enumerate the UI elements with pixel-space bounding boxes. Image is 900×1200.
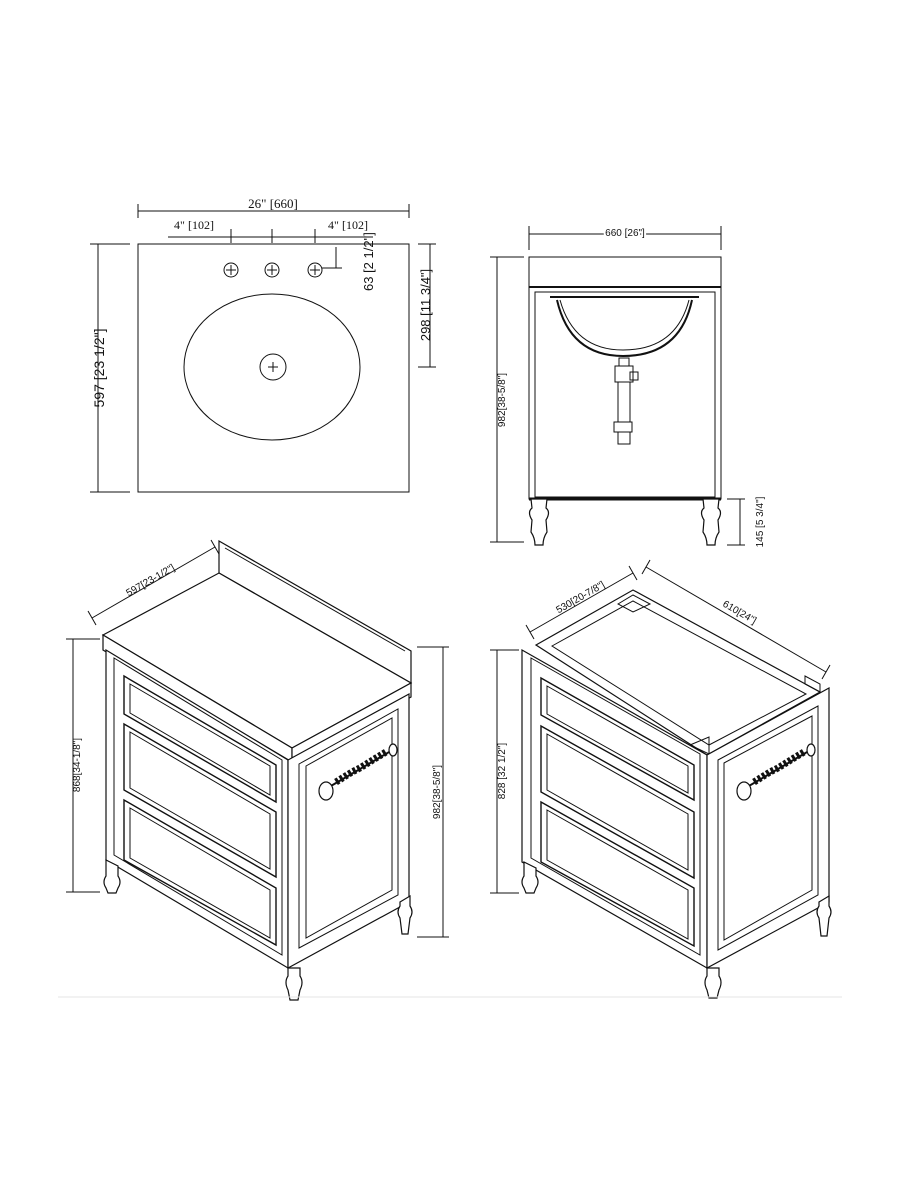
iso-cab-leg-front-left — [521, 861, 539, 894]
iso-cab-height-dimension: 828 [32 1/2"] — [490, 649, 519, 894]
iso-right-height-dimension: 982[38-5/8"] — [417, 646, 449, 938]
iso-cab-leg-back-right — [816, 894, 832, 937]
front-height-dimension: 982[38-5/8"] — [490, 256, 524, 543]
iso-cab-depth-label: 610[24"] — [721, 599, 759, 627]
countertop-outline — [137, 243, 410, 493]
iso-drawer-bottom — [123, 798, 277, 947]
iso-drawer-top — [123, 674, 277, 804]
iso-cab-height-label: 828 [32 1/2"] — [497, 743, 508, 800]
hole-spacing-left-label: 4" [102] — [174, 218, 214, 232]
iso-cab-leg-front-corner — [704, 967, 722, 999]
iso-top-depth-label: 597[23-1/2"] — [125, 562, 178, 599]
front-leg-left — [528, 498, 550, 546]
top-view: 26" [660] 4" [102] 4" [102] — [90, 196, 436, 493]
iso-cab-towel-bar-icon — [736, 743, 816, 801]
top-width-dimension: 26" [660] — [137, 196, 410, 218]
countertop-slab — [528, 256, 722, 288]
iso-leg-front-corner — [285, 967, 303, 1001]
iso-cab-drawer-middle — [540, 724, 695, 880]
front-leg-right — [700, 498, 722, 546]
hole-offset-dimension: 63 [2 1/2"] — [322, 232, 376, 291]
bowl-center-label: 298 [11 3/4"] — [418, 269, 433, 341]
front-section-view: 660 [26"] — [490, 226, 766, 547]
cabinet-frame — [528, 286, 722, 500]
drain-pipe-icon — [613, 357, 639, 445]
leg-height-dimension: 145 [5 3/4"] — [727, 496, 766, 547]
iso-cabinet-only: 530[20-7/8"] 610[24"] — [490, 559, 832, 999]
hole-spacing-right-label: 4" [102] — [328, 218, 368, 232]
front-width-label: 660 [26"] — [605, 228, 645, 239]
leg-height-label: 145 [5 3/4"] — [755, 496, 766, 547]
sink-bowl-section — [550, 296, 699, 358]
front-height-label: 982[38-5/8"] — [497, 373, 508, 427]
iso-left-height-label: 868[34-1/8"] — [72, 738, 83, 792]
faucet-hole-left-icon — [223, 262, 239, 278]
iso-left-height-dimension: 868[34-1/8"] — [66, 638, 100, 893]
hole-spacing-dimension: 4" [102] 4" [102] — [168, 218, 373, 243]
iso-drawer-middle — [123, 722, 277, 879]
drain-icon — [259, 353, 287, 381]
front-width-dimension: 660 [26"] — [528, 226, 722, 250]
faucet-hole-center-icon — [264, 262, 280, 278]
iso-right-height-label: 982[38-5/8"] — [432, 765, 443, 819]
sink-bowl — [183, 293, 361, 441]
hole-offset-label: 63 [2 1/2"] — [361, 232, 376, 291]
top-depth-dimension: 597 [23 1/2"] — [90, 243, 130, 493]
iso-leg-front-left — [103, 859, 121, 894]
bowl-center-dimension: 298 [11 3/4"] — [418, 243, 436, 368]
iso-vanity-with-top: 597[23-1/2"] — [66, 539, 449, 1001]
iso-towel-bar-icon — [318, 743, 398, 801]
top-depth-label: 597 [23 1/2"] — [91, 329, 107, 408]
iso-cab-drawer-bottom — [540, 800, 695, 948]
faucet-hole-right-icon — [307, 262, 323, 278]
top-width-label: 26" [660] — [248, 196, 298, 211]
iso-cab-drawer-top — [540, 676, 695, 802]
iso-leg-back-right — [397, 894, 413, 935]
